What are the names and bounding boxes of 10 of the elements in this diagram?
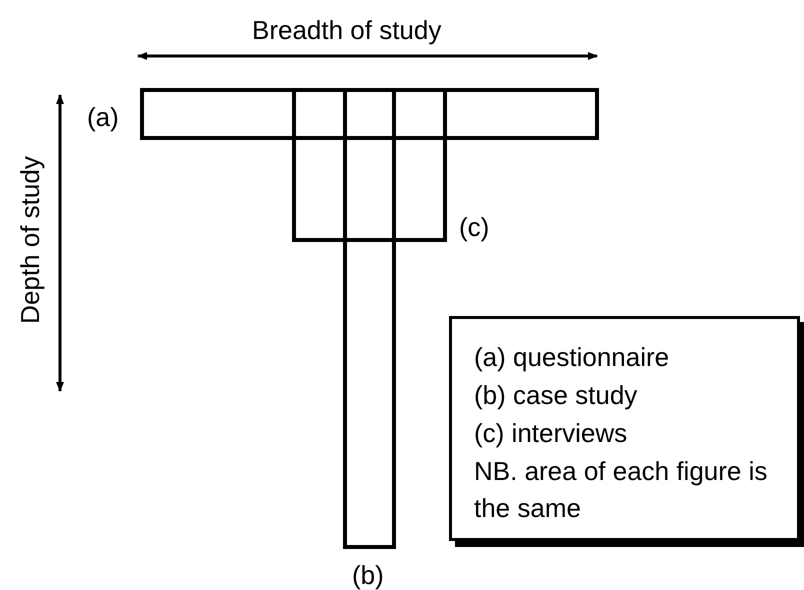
axis-label: Depth of study <box>17 156 43 324</box>
legend-text: (a) questionnaire <box>474 341 670 374</box>
figure-label: (a) <box>87 104 119 130</box>
legend-text: (b) case study <box>474 379 638 412</box>
figure-label: (b) <box>352 562 384 588</box>
rectangle <box>140 88 599 140</box>
figure-label: (c) <box>459 214 490 240</box>
axis-label: Breadth of study <box>252 17 442 43</box>
legend-text: NB. area of each figure is the same <box>474 455 768 525</box>
legend-text: (c) interviews <box>474 417 628 450</box>
